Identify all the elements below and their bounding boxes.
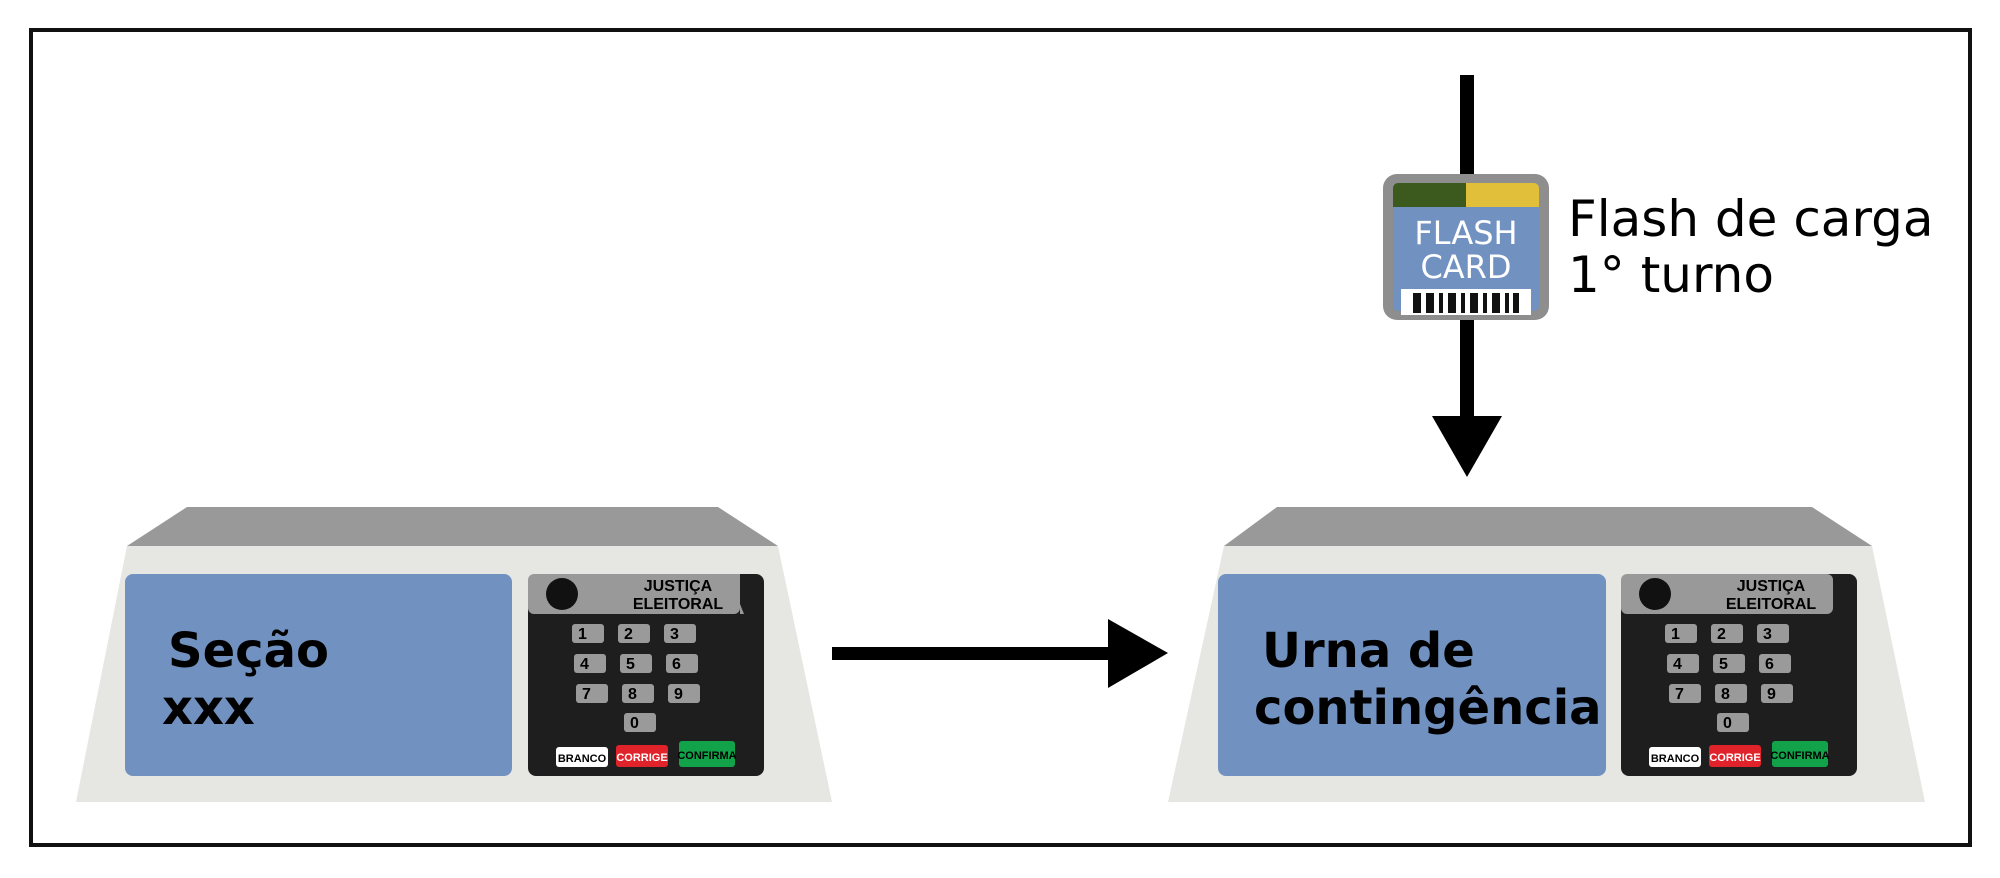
screen-line-1: Seção — [168, 623, 329, 679]
svg-text:2: 2 — [1717, 626, 1726, 643]
svg-text:CONFIRMA: CONFIRMA — [677, 750, 736, 762]
key-5[interactable]: 5 — [1713, 654, 1745, 673]
svg-text:8: 8 — [1721, 686, 1730, 703]
svg-text:6: 6 — [1765, 656, 1774, 673]
key-6[interactable]: 6 — [666, 654, 698, 673]
key-0[interactable]: 0 — [1717, 713, 1749, 732]
svg-text:4: 4 — [1673, 656, 1682, 673]
key-2[interactable]: 2 — [1711, 624, 1743, 643]
svg-text:BRANCO: BRANCO — [1651, 753, 1700, 765]
key-8[interactable]: 8 — [1715, 684, 1747, 703]
key-6[interactable]: 6 — [1759, 654, 1791, 673]
key-3[interactable]: 3 — [664, 624, 696, 643]
screen-line-2: contingência — [1254, 680, 1602, 736]
brand-line-1: JUSTIÇA — [1737, 578, 1806, 595]
sensor-icon — [546, 578, 578, 610]
key-0[interactable]: 0 — [624, 713, 656, 732]
svg-text:CORRIGE: CORRIGE — [1709, 752, 1760, 764]
key-2[interactable]: 2 — [618, 624, 650, 643]
svg-text:6: 6 — [672, 656, 681, 673]
confirma-button[interactable]: CONFIRMA — [1770, 741, 1830, 767]
brand-line-2: ELEITORAL — [1726, 596, 1817, 613]
machine-top — [127, 507, 778, 546]
svg-text:5: 5 — [626, 656, 635, 673]
flash-label-line-2: 1° turno — [1568, 246, 1774, 304]
key-3[interactable]: 3 — [1757, 624, 1789, 643]
screen-line-1: Urna de — [1262, 623, 1475, 679]
svg-text:BRANCO: BRANCO — [558, 753, 607, 765]
svg-text:0: 0 — [1723, 715, 1732, 732]
keypad-panel: JUSTIÇA ELEITORAL 1 2 3 4 5 6 7 8 9 0 BR… — [528, 574, 764, 776]
svg-text:7: 7 — [1675, 686, 1684, 703]
svg-text:5: 5 — [1719, 656, 1728, 673]
machine-screen — [125, 574, 512, 776]
voting-machine-contingencia: Urna de contingência JUSTIÇA ELEITORAL 1… — [1168, 507, 1925, 802]
key-7[interactable]: 7 — [576, 684, 608, 703]
svg-text:1: 1 — [1671, 626, 1680, 643]
sensor-icon — [1639, 578, 1671, 610]
key-9[interactable]: 9 — [1761, 684, 1793, 703]
key-4[interactable]: 4 — [574, 654, 606, 673]
machine-top — [1224, 507, 1872, 546]
machine-screen — [1218, 574, 1606, 776]
barcode-strip — [1401, 289, 1531, 315]
key-1[interactable]: 1 — [572, 624, 604, 643]
svg-text:0: 0 — [630, 715, 639, 732]
svg-text:2: 2 — [624, 626, 633, 643]
flash-card-line-2: CARD — [1420, 248, 1511, 286]
svg-text:3: 3 — [670, 626, 679, 643]
barcode-icon — [1413, 293, 1519, 313]
arrow-right — [832, 619, 1168, 688]
arrow-down — [1432, 75, 1502, 477]
flash-card-line-1: FLASH — [1414, 214, 1517, 252]
key-1[interactable]: 1 — [1665, 624, 1697, 643]
flash-card[interactable]: FLASH CARD — [1383, 174, 1549, 320]
branco-button[interactable]: BRANCO — [556, 747, 608, 767]
key-4[interactable]: 4 — [1667, 654, 1699, 673]
brand-line-1: JUSTIÇA — [644, 578, 713, 595]
svg-text:8: 8 — [628, 686, 637, 703]
svg-text:CONFIRMA: CONFIRMA — [1770, 750, 1829, 762]
branco-button[interactable]: BRANCO — [1649, 747, 1701, 767]
svg-text:CORRIGE: CORRIGE — [616, 752, 667, 764]
svg-text:9: 9 — [674, 686, 683, 703]
voting-machine-secao: Seção xxx JUSTIÇA ELEITORAL 1 2 3 4 5 6 … — [76, 507, 832, 802]
key-8[interactable]: 8 — [622, 684, 654, 703]
svg-text:3: 3 — [1763, 626, 1772, 643]
confirma-button[interactable]: CONFIRMA — [677, 741, 737, 767]
svg-text:4: 4 — [580, 656, 589, 673]
keypad-panel: JUSTIÇA ELEITORAL 1 2 3 4 5 6 7 8 9 0 BR… — [1621, 574, 1857, 776]
corrige-button[interactable]: CORRIGE — [1709, 745, 1761, 767]
key-5[interactable]: 5 — [620, 654, 652, 673]
svg-text:1: 1 — [578, 626, 587, 643]
flash-label-line-1: Flash de carga — [1568, 190, 1934, 248]
key-9[interactable]: 9 — [668, 684, 700, 703]
corrige-button[interactable]: CORRIGE — [616, 745, 668, 767]
screen-line-2: xxx — [162, 680, 255, 736]
key-7[interactable]: 7 — [1669, 684, 1701, 703]
svg-text:9: 9 — [1767, 686, 1776, 703]
brand-line-2: ELEITORAL — [633, 596, 724, 613]
svg-text:7: 7 — [582, 686, 591, 703]
